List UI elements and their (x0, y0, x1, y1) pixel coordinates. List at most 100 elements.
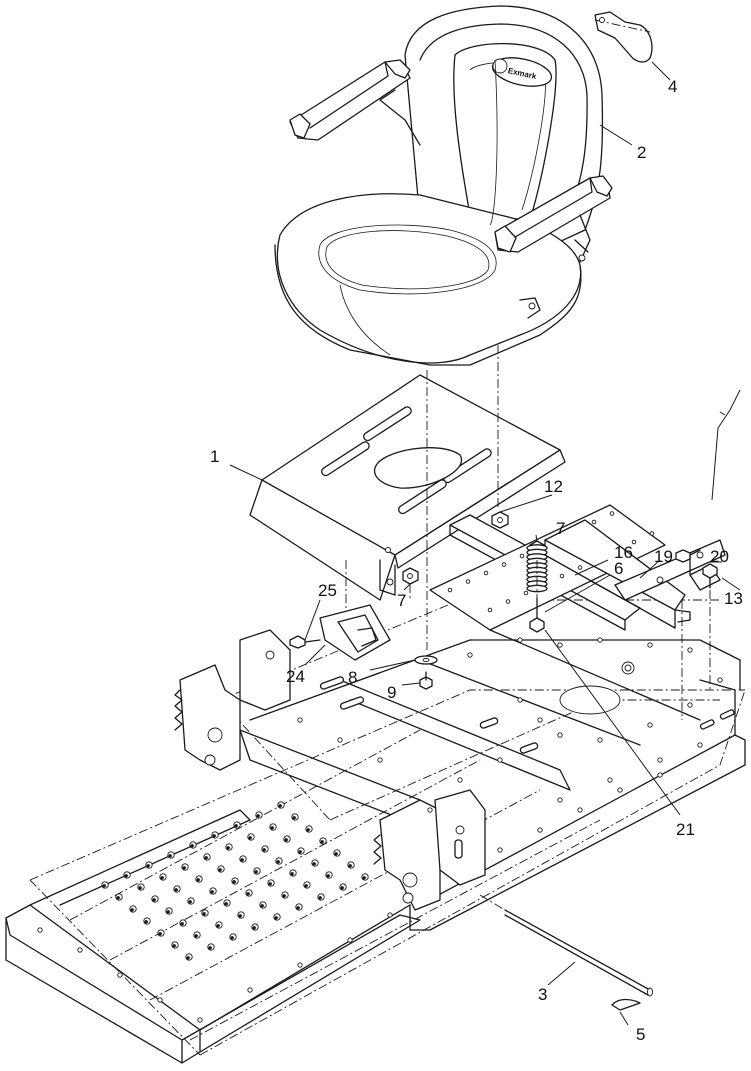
frame-hole (37, 927, 43, 933)
tread-hole-shadow (284, 838, 288, 842)
frame-hole (467, 652, 473, 658)
frame-hole (377, 757, 383, 763)
frame-hole (337, 737, 343, 743)
seat-switch-part (594, 11, 653, 63)
tread-hole-shadow (208, 946, 212, 950)
tread-hole-shadow (138, 886, 142, 890)
callout-16: 16 (614, 543, 633, 562)
plate-hole (559, 573, 565, 579)
frame-hole (537, 717, 543, 723)
frame-hole (647, 722, 653, 728)
frame-hole (577, 807, 583, 813)
callout-21: 21 (676, 820, 695, 839)
tread-hole-shadow (180, 922, 184, 926)
tread-hole-shadow (334, 852, 338, 856)
callout-4: 4 (668, 77, 677, 96)
frame-hole (557, 797, 563, 803)
frame-hole (517, 637, 523, 643)
frame-hole (687, 702, 693, 708)
tread-hole-shadow (306, 828, 310, 832)
spring-part-6 (526, 544, 548, 593)
tread-hole-shadow (304, 884, 308, 888)
tread-hole-shadow (292, 816, 296, 820)
tread-hole-shadow (312, 862, 316, 866)
callout-20: 20 (710, 547, 729, 566)
alignment-centerlines (345, 345, 711, 911)
frame-hole (697, 742, 703, 748)
tread-hole-shadow (158, 932, 162, 936)
frame-hole (347, 937, 353, 943)
tread-hole-shadow (348, 864, 352, 868)
frame-hole (607, 777, 613, 783)
tread-hole-shadow (240, 858, 244, 862)
tread-hole-shadow (274, 916, 278, 920)
frame-hole (297, 717, 303, 723)
plate-hole (483, 570, 489, 576)
hairpin-clip-part-5 (611, 998, 641, 1011)
tread-hole-shadow (218, 868, 222, 872)
callout-labels: 1 2 3 4 5 6 7 7 8 9 12 13 16 19 20 21 24… (210, 77, 743, 1044)
tread-hole-shadow (124, 874, 128, 878)
plate-hole (523, 590, 529, 596)
pivot-rod-part-3 (504, 909, 653, 997)
tread-hole-shadow (260, 904, 264, 908)
tread-hole-shadow (230, 936, 234, 940)
plate-hole (577, 565, 583, 570)
bolt-part-9 (419, 671, 433, 690)
frame-hole (497, 757, 503, 763)
chassis-frame (5, 599, 746, 1064)
frame-hole (497, 847, 503, 853)
callout-12: 12 (544, 477, 563, 496)
bolt-part-25 (289, 635, 321, 649)
seat-slide-rails (429, 504, 726, 631)
tread-hole-shadow (298, 850, 302, 854)
seat-latch-bracket (319, 604, 391, 661)
tread-hole-shadow (252, 926, 256, 930)
tread-hole-shadow (276, 860, 280, 864)
tread-hole-shadow (212, 834, 216, 838)
frame-hole (247, 987, 253, 993)
plate-hole (609, 511, 615, 516)
tread-hole-shadow (216, 924, 220, 928)
washer-part-8 (414, 655, 438, 665)
frame-hole (647, 642, 653, 648)
frame-hole (157, 997, 163, 1003)
tread-hole-shadow (248, 836, 252, 840)
tread-hole-shadow (256, 814, 260, 818)
seat-assembly: Exmark (274, 5, 613, 366)
tread-hole-shadow (362, 876, 366, 880)
callout-7-right: 7 (556, 519, 565, 538)
tread-hole-shadow (172, 944, 176, 948)
plate-hole (501, 562, 507, 567)
frame-hole (617, 787, 623, 793)
tread-hole-shadow (270, 826, 274, 830)
tread-hole-shadow (234, 824, 238, 828)
tread-hole-shadow (168, 854, 172, 858)
tread-hole-shadow (340, 886, 344, 890)
tread-hole-shadow (174, 888, 178, 892)
tread-hole-shadow (116, 896, 120, 900)
callout-1: 1 (210, 447, 219, 466)
frame-hole (297, 962, 303, 968)
tread-hole-shadow (166, 910, 170, 914)
tread-hole-shadow (268, 882, 272, 886)
tread-hole-shadow (196, 878, 200, 882)
tread-hole-shadow (262, 848, 266, 852)
tread-hole-shadow (204, 856, 208, 860)
tread-hole-shadow (186, 956, 190, 960)
frame-hole (77, 947, 83, 953)
plate-hole (447, 587, 453, 593)
tread-hole-shadow (318, 896, 322, 900)
tread-hole-shadow (130, 908, 134, 912)
frame-hole (457, 777, 463, 783)
tread-hole-shadow (290, 872, 294, 876)
plate-hole (505, 599, 511, 604)
tread-hole-shadow (102, 884, 106, 888)
tread-hole-shadow (282, 894, 286, 898)
frame-hole (557, 642, 563, 648)
plate-hole (465, 579, 471, 584)
tread-hole-shadow (188, 900, 192, 904)
seat-mounting-plate (249, 374, 566, 601)
frame-hole (537, 827, 543, 833)
